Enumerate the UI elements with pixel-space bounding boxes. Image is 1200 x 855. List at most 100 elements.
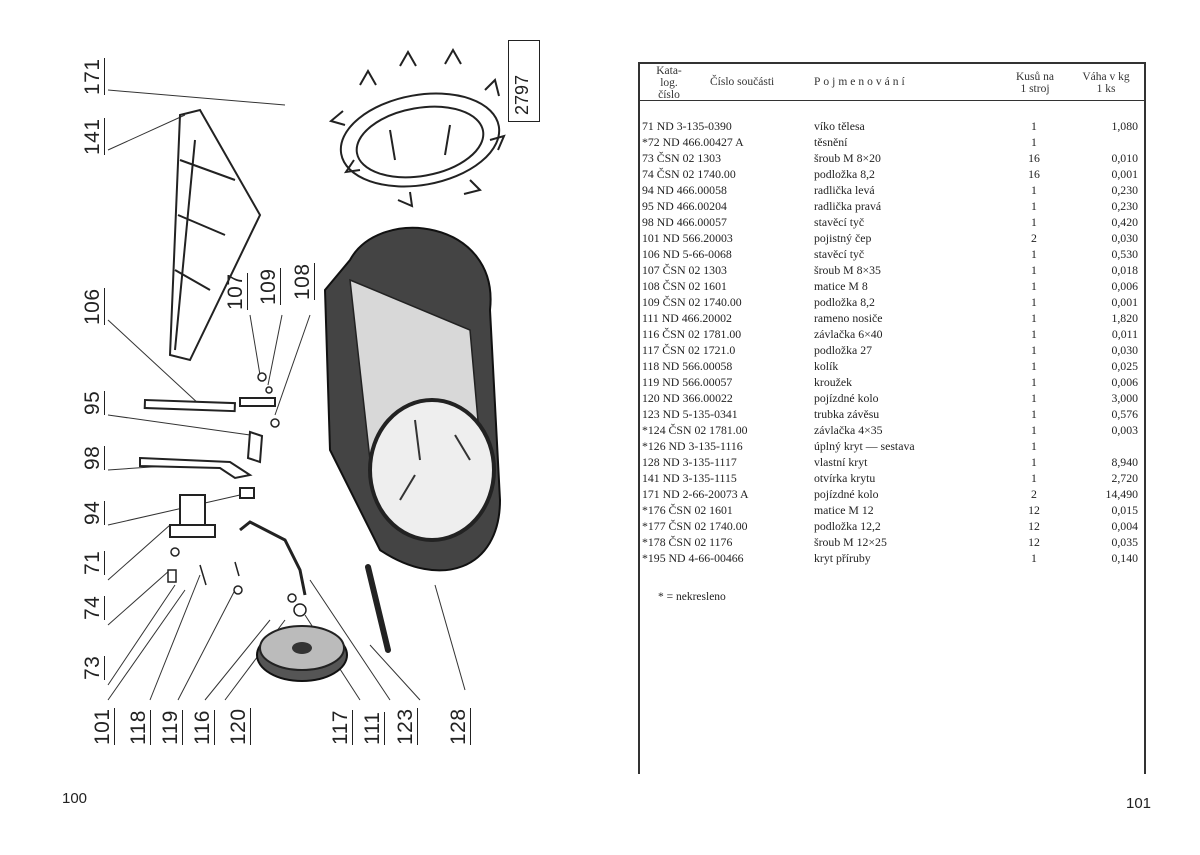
callout-73: 73 — [81, 655, 105, 680]
parts-table: Kata- log. číslo Číslo součásti Pojmenov… — [638, 62, 1146, 774]
catalog-number-cell: 108 ČSN 02 1601 — [642, 279, 727, 293]
part-name-cell: úplný kryt — sestava — [814, 439, 915, 453]
catalog-number-cell: 111 ND 466.20002 — [642, 311, 732, 325]
catalog-number-cell: 101 ND 566.20003 — [642, 231, 733, 245]
exploded-parts-drawing — [107, 47, 506, 701]
part-name-cell: šroub M 8×35 — [814, 263, 881, 277]
part-name-cell: podložka 8,2 — [814, 295, 875, 309]
callout-98: 98 — [81, 445, 105, 470]
page-number-right: 101 — [1126, 795, 1152, 812]
weight-cell: 3,000 — [1111, 391, 1138, 405]
catalog-number-cell: 74 ČSN 02 1740.00 — [642, 167, 736, 181]
part-name-cell: podložka 27 — [814, 343, 872, 357]
weight-cell: 1,820 — [1111, 311, 1138, 325]
catalog-number-cell: *126 ND 3-135-1116 — [642, 439, 743, 453]
frame-drawing — [168, 108, 262, 362]
tube-drawing — [365, 564, 391, 653]
catalog-number-cell: *178 ČSN 02 1176 — [642, 535, 733, 549]
weight-cell: 0,030 — [1111, 231, 1138, 245]
weight-cell: 0,030 — [1111, 343, 1138, 357]
quantity-cell: 1 — [1031, 295, 1037, 309]
part-name-cell: pojízdné kolo — [814, 391, 879, 405]
catalog-number-cell: 94 ND 466.00058 — [642, 183, 727, 197]
quantity-cell: 1 — [1031, 199, 1037, 213]
quantity-cell: 2 — [1031, 487, 1037, 501]
quantity-cell: 1 — [1031, 439, 1037, 453]
catalog-number-cell: 171 ND 2-66-20073 A — [642, 487, 749, 501]
quantity-cell: 1 — [1031, 183, 1037, 197]
callout-106: 106 — [81, 288, 105, 325]
table-row: 108 ČSN 02 1601 matice M 8 1 0,006 — [638, 278, 1146, 294]
part-name-cell: vlastní kryt — [814, 455, 868, 469]
quantity-cell: 1 — [1031, 343, 1037, 357]
part-name-cell: matice M 8 — [814, 279, 868, 293]
quantity-cell: 1 — [1031, 311, 1037, 325]
callout-74: 74 — [81, 595, 105, 620]
weight-cell: 0,001 — [1111, 295, 1138, 309]
cage-wheel-drawing — [328, 47, 506, 208]
part-name-cell: pojistný čep — [814, 231, 872, 245]
page-number-left: 100 — [62, 790, 88, 807]
weight-cell: 0,003 — [1111, 423, 1138, 437]
callout-171: 171 — [81, 58, 105, 95]
header-weight: Váha v kg 1 ks — [1082, 71, 1130, 95]
weight-cell: 8,940 — [1111, 455, 1138, 469]
weight-cell: 0,011 — [1111, 327, 1138, 341]
quantity-cell: 16 — [1028, 151, 1040, 165]
catalog-number-cell: 118 ND 566.00058 — [642, 359, 733, 373]
header-part-number: Číslo součásti — [710, 76, 775, 88]
catalog-number-cell: 117 ČSN 02 1721.0 — [642, 343, 736, 357]
quantity-cell: 1 — [1031, 215, 1037, 229]
weight-cell: 0,006 — [1111, 375, 1138, 389]
part-name-cell: šroub M 12×25 — [814, 535, 887, 549]
part-name-cell: otvírka krytu — [814, 471, 876, 485]
weight-cell: 14,490 — [1105, 487, 1138, 501]
part-name-cell: stavěcí tyč — [814, 247, 865, 261]
arm-drawing — [239, 520, 307, 596]
weight-cell: 0,035 — [1111, 535, 1138, 549]
catalog-number-cell: 120 ND 366.00022 — [642, 391, 733, 405]
weight-cell: 2,720 — [1111, 471, 1138, 485]
quantity-cell: 1 — [1031, 263, 1037, 277]
part-name-cell: kolík — [814, 359, 839, 373]
part-name-cell: rameno nosiče — [814, 311, 883, 325]
left-page: 171 141 106 107 109 108 95 98 94 71 74 7… — [62, 40, 540, 807]
catalog-number-cell: *176 ČSN 02 1601 — [642, 503, 733, 517]
weight-cell: 0,576 — [1111, 407, 1138, 421]
catalog-number-cell: 123 ND 5-135-0341 — [642, 407, 738, 421]
callout-117: 117 — [329, 710, 353, 745]
weight-cell: 0,006 — [1111, 279, 1138, 293]
weight-cell: 0,025 — [1111, 359, 1138, 373]
catalog-number-cell: 98 ND 466.00057 — [642, 215, 727, 229]
callout-107: 107 — [224, 273, 248, 310]
bracket-drawing — [169, 494, 216, 538]
header-name: Pojmenování — [814, 76, 908, 88]
catalog-number-cell: *177 ČSN 02 1740.00 — [642, 519, 748, 533]
quantity-cell: 1 — [1031, 279, 1037, 293]
callout-94: 94 — [81, 500, 105, 525]
catalog-number-cell: *195 ND 4-66-00466 — [642, 551, 744, 565]
adjusting-bars-drawing — [139, 397, 276, 499]
part-name-cell: podložka 12,2 — [814, 519, 881, 533]
part-name-cell: závlačka 4×35 — [814, 423, 883, 437]
catalog-number-cell: *72 ND 466.00427 A — [642, 135, 744, 149]
callout-95: 95 — [81, 390, 105, 415]
part-name-cell: trubka závěsu — [814, 407, 880, 421]
weight-cell: 0,010 — [1111, 151, 1138, 165]
